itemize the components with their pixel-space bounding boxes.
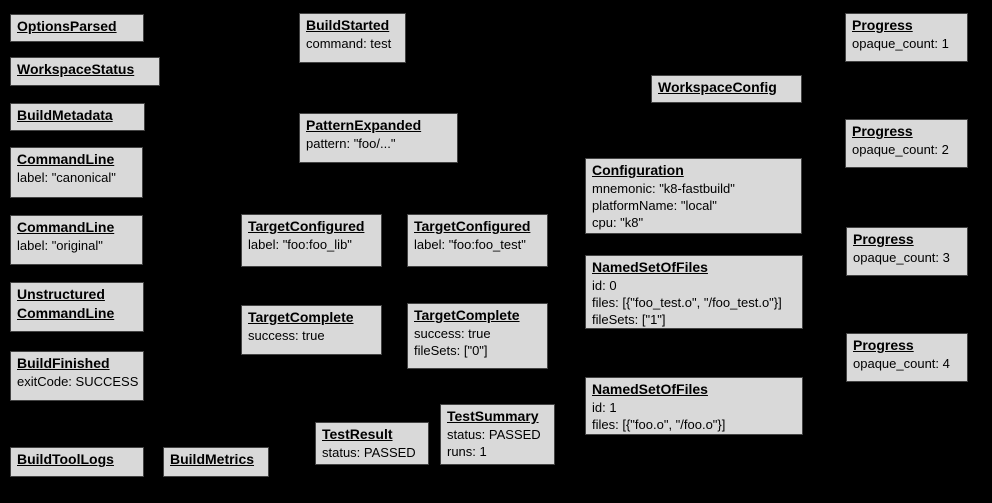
node-detail: success: true <box>248 328 325 343</box>
node-title: Progress <box>853 337 914 353</box>
node-title: BuildFinished <box>17 355 110 371</box>
node-title: CommandLine <box>17 151 115 167</box>
node-progress-1: Progress opaque_count: 1 <box>845 13 968 62</box>
node-detail: mnemonic: "k8-fastbuild" platformName: "… <box>592 181 735 230</box>
node-detail: exitCode: SUCCESS <box>17 374 139 389</box>
node-title: Progress <box>852 17 913 33</box>
node-title: Configuration <box>592 162 684 178</box>
node-detail: opaque_count: 1 <box>852 36 949 51</box>
node-progress-3: Progress opaque_count: 3 <box>846 227 968 276</box>
node-title: Unstructured CommandLine <box>17 286 115 321</box>
node-target-configured-foo-lib: TargetConfigured label: "foo:foo_lib" <box>241 214 382 267</box>
node-build-started: BuildStarted command: test <box>299 13 406 63</box>
node-title: NamedSetOfFiles <box>592 381 708 397</box>
node-title: TargetComplete <box>414 307 520 323</box>
node-detail: label: "foo:foo_test" <box>414 237 526 252</box>
node-target-configured-foo-test: TargetConfigured label: "foo:foo_test" <box>407 214 548 267</box>
node-detail: id: 0 files: [{"foo_test.o", "/foo_test.… <box>592 278 782 327</box>
node-build-finished: BuildFinished exitCode: SUCCESS <box>10 351 144 401</box>
node-test-result: TestResult status: PASSED <box>315 422 429 465</box>
node-title: Progress <box>852 123 913 139</box>
node-build-metrics: BuildMetrics <box>163 447 269 477</box>
node-title: TargetConfigured <box>414 218 531 234</box>
node-detail: opaque_count: 3 <box>853 250 950 265</box>
node-title: OptionsParsed <box>17 18 117 34</box>
node-options-parsed: OptionsParsed <box>10 14 144 42</box>
node-title: BuildMetadata <box>17 107 113 123</box>
node-test-summary: TestSummary status: PASSED runs: 1 <box>440 404 555 465</box>
node-workspace-config: WorkspaceConfig <box>651 75 802 103</box>
node-title: TestResult <box>322 426 393 442</box>
node-unstructured-command-line: Unstructured CommandLine <box>10 282 144 332</box>
node-detail: status: PASSED runs: 1 <box>447 427 541 459</box>
node-named-set-of-files-1: NamedSetOfFiles id: 1 files: [{"foo.o", … <box>585 377 803 435</box>
node-target-complete-foo-lib: TargetComplete success: true <box>241 305 382 355</box>
node-detail: label: "foo:foo_lib" <box>248 237 352 252</box>
node-detail: status: PASSED <box>322 445 416 460</box>
node-pattern-expanded: PatternExpanded pattern: "foo/..." <box>299 113 458 163</box>
node-title: NamedSetOfFiles <box>592 259 708 275</box>
node-detail: pattern: "foo/..." <box>306 136 396 151</box>
node-detail: id: 1 files: [{"foo.o", "/foo.o"}] <box>592 400 726 432</box>
node-title: WorkspaceStatus <box>17 61 135 77</box>
node-configuration: Configuration mnemonic: "k8-fastbuild" p… <box>585 158 802 234</box>
node-command-line-original: CommandLine label: "original" <box>10 215 143 265</box>
node-progress-4: Progress opaque_count: 4 <box>846 333 968 382</box>
node-title: BuildToolLogs <box>17 451 114 467</box>
node-named-set-of-files-0: NamedSetOfFiles id: 0 files: [{"foo_test… <box>585 255 803 329</box>
node-title: CommandLine <box>17 219 115 235</box>
node-title: TestSummary <box>447 408 539 424</box>
node-detail: command: test <box>306 36 392 51</box>
node-command-line-canonical: CommandLine label: "canonical" <box>10 147 143 198</box>
node-detail: label: "original" <box>17 238 103 253</box>
node-title: TargetConfigured <box>248 218 365 234</box>
node-build-metadata: BuildMetadata <box>10 103 145 131</box>
node-detail: opaque_count: 2 <box>852 142 949 157</box>
node-title: BuildMetrics <box>170 451 255 467</box>
node-progress-2: Progress opaque_count: 2 <box>845 119 968 168</box>
node-build-tool-logs: BuildToolLogs <box>10 447 144 477</box>
node-title: BuildStarted <box>306 17 390 33</box>
node-workspace-status: WorkspaceStatus <box>10 57 160 86</box>
node-title: Progress <box>853 231 914 247</box>
node-detail: label: "canonical" <box>17 170 116 185</box>
node-detail: success: true fileSets: ["0"] <box>414 326 491 358</box>
node-title: TargetComplete <box>248 309 354 325</box>
node-detail: opaque_count: 4 <box>853 356 950 371</box>
node-title: PatternExpanded <box>306 117 422 133</box>
node-target-complete-foo-test: TargetComplete success: true fileSets: [… <box>407 303 548 369</box>
node-title: WorkspaceConfig <box>658 79 777 95</box>
